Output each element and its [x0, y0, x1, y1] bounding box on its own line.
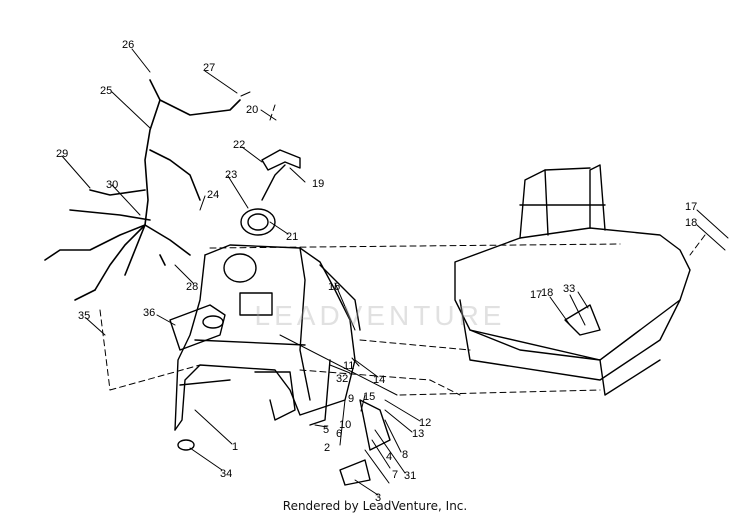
callout-15: 15 — [363, 391, 375, 403]
gauge — [240, 164, 286, 236]
callout-24: 24 — [207, 189, 219, 201]
reference-lines — [99, 104, 706, 396]
dash-tower — [174, 244, 361, 431]
callout-2: 2 — [324, 442, 330, 454]
callout-8: 8 — [402, 449, 408, 461]
callout-18-right: 18 — [685, 217, 697, 229]
callout-13: 13 — [412, 428, 424, 440]
frame-assembly — [454, 164, 691, 396]
callout-labels: 1 2 3 4 5 6 7 8 9 10 11 12 13 14 15 16 1… — [56, 39, 697, 504]
callout-11: 11 — [343, 360, 354, 372]
callout-7: 7 — [392, 469, 398, 481]
side-panel — [169, 304, 226, 351]
callout-29: 29 — [56, 148, 68, 160]
gauge-bracket — [261, 149, 301, 171]
callout-23: 23 — [225, 169, 237, 181]
callout-21: 21 — [286, 231, 298, 243]
callout-35: 35 — [78, 310, 90, 322]
callout-19: 19 — [312, 178, 324, 190]
callout-17-center: 17 — [530, 289, 542, 301]
callout-9: 9 — [348, 393, 354, 405]
callout-12: 12 — [419, 417, 431, 429]
leader-lines — [61, 48, 729, 496]
callout-22: 22 — [233, 139, 245, 151]
callout-27: 27 — [203, 62, 215, 74]
callout-30: 30 — [106, 179, 118, 191]
callout-17-right: 17 — [685, 201, 697, 213]
callout-10: 10 — [339, 419, 351, 431]
wire-harness — [44, 79, 241, 301]
callout-33: 33 — [563, 283, 575, 295]
callout-26: 26 — [122, 39, 134, 51]
callout-32: 32 — [336, 373, 348, 385]
pedal-parts — [177, 304, 601, 486]
callout-6: 6 — [336, 428, 342, 440]
callout-18-center: 18 — [541, 287, 553, 299]
callout-14: 14 — [373, 374, 385, 386]
callout-31: 31 — [404, 470, 416, 482]
callout-1: 1 — [232, 441, 238, 453]
callout-34: 34 — [220, 468, 232, 480]
watermark-logo: LEADVENTURE — [254, 300, 506, 331]
footer-credit: Rendered by LeadVenture, Inc. — [282, 499, 468, 513]
callout-28: 28 — [186, 281, 198, 293]
callout-3: 3 — [375, 492, 381, 504]
callout-20: 20 — [246, 104, 258, 116]
callout-4: 4 — [386, 451, 392, 463]
callout-16: 16 — [328, 281, 340, 293]
callout-5: 5 — [323, 424, 329, 436]
callout-36: 36 — [143, 307, 155, 319]
callout-25: 25 — [100, 85, 112, 97]
